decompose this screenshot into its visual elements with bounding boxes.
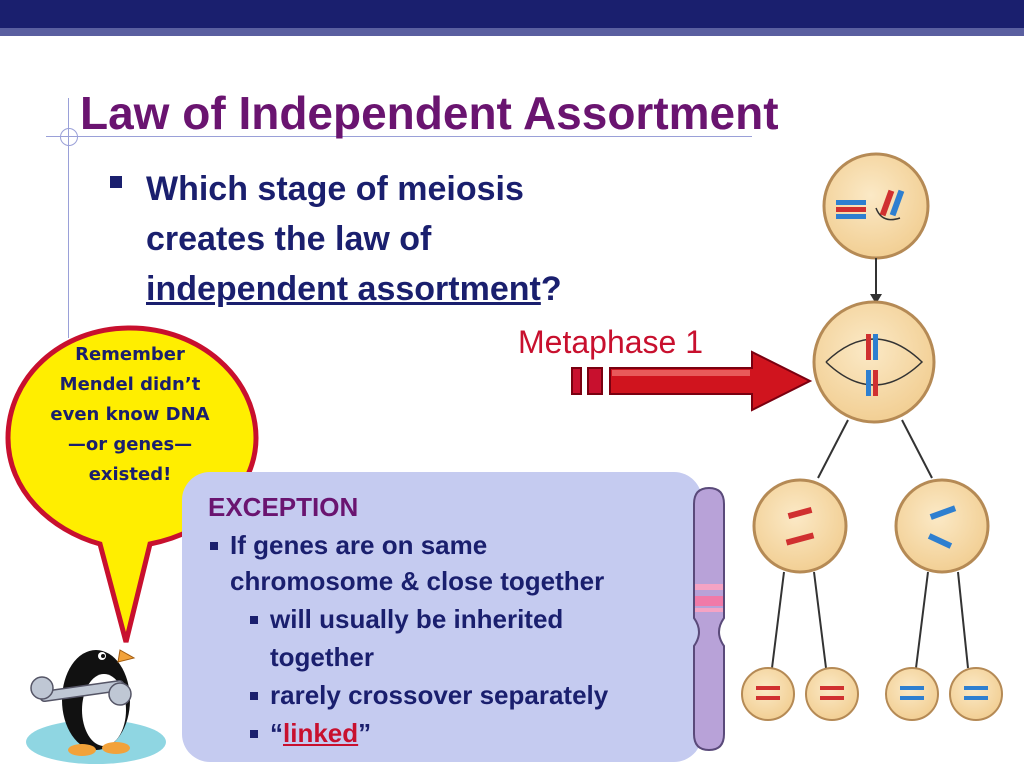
sub-bullet-square-icon [250,692,258,700]
question-line-2: creates the law of [146,220,432,258]
left-guide-line [68,98,69,338]
parent-cell [822,152,930,260]
slide-title: Law of Independent Assortment [80,87,779,139]
sub-bullet-square-icon [250,730,258,738]
callout-text: Remember Mendel didn’t even know DNA —or… [24,340,236,490]
question-underlined-term: independent assortment [146,270,541,308]
guide-circle-icon [60,128,78,146]
aligned-chromosomes [866,334,878,396]
exception-sub-3: “linked” [270,718,371,749]
exception-box [182,472,702,762]
question-text: Which stage of meiosis creates the law o… [146,164,706,314]
metaphase-cell [812,300,936,424]
gamete-1 [741,667,795,721]
top-banner [0,0,1024,28]
daughter-cell-left [752,478,848,574]
exception-sub-2: rarely crossover separately [270,680,609,710]
speech-bubble [5,325,259,643]
bullet-square-icon [110,176,122,188]
daughter-cell-right [894,478,990,574]
meiosis-cell-diagram [741,152,1003,721]
question-line-3: independent assortment? [146,264,706,314]
exception-bullet-1-line-2: chromosome & close together [230,566,605,596]
penguin-mascot [26,649,166,764]
callout-line-3: even know DNA [50,404,210,425]
chromosome-diagram [693,486,725,752]
close-quote: ” [358,718,372,748]
gamete-3 [885,667,939,721]
red-arrow [571,350,813,412]
bullet-square-icon [210,542,218,550]
exception-sub-1-line-2: together [270,642,374,672]
exception-title: EXCEPTION [208,492,359,522]
sub-bullet-square-icon [250,616,258,624]
gamete-4 [949,667,1003,721]
callout-line-4: —or genes— [67,434,193,455]
linked-term: linked [283,718,359,748]
chromosome-pair-top [836,189,905,221]
top-banner-stripe [0,28,1024,36]
wrench-icon [30,676,132,706]
gamete-2 [805,667,859,721]
metaphase-label: Metaphase 1 [518,324,704,360]
callout-line-1: Remember [75,344,185,365]
title-guide-line [46,136,752,137]
exception-sub-1-line-1: will usually be inherited [270,604,564,634]
open-quote: “ [270,718,283,748]
callout-line-2: Mendel didn’t [59,374,201,395]
question-mark: ? [540,270,562,308]
exception-bullet-1-line-1: If genes are on same [230,530,488,560]
question-line-1: Which stage of meiosis [146,170,524,208]
callout-line-5: existed! [88,464,172,485]
